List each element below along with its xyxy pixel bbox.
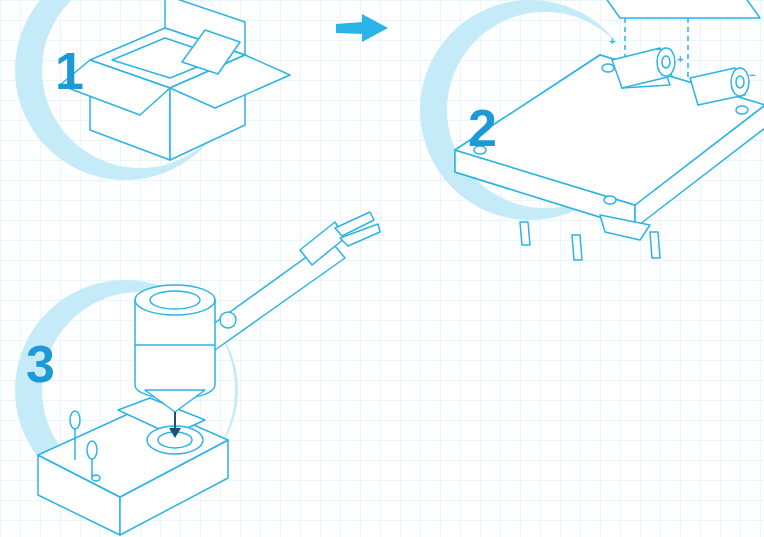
polarity-mark: −: [749, 70, 755, 81]
step-number: 2: [468, 102, 497, 154]
insert-arrow-head: [169, 428, 181, 438]
battery-tray-illustration: [455, 0, 764, 260]
polarity-mark: −: [655, 44, 661, 55]
polarity-mark: +: [677, 54, 683, 65]
base-illustration: [38, 398, 228, 535]
step-number: 3: [26, 338, 55, 390]
probe-head-illustration: [135, 212, 380, 412]
box-illustration: [60, 0, 290, 160]
direction-arrow: [336, 14, 388, 42]
polarity-mark: +: [609, 36, 615, 47]
step-number: 1: [55, 45, 84, 97]
